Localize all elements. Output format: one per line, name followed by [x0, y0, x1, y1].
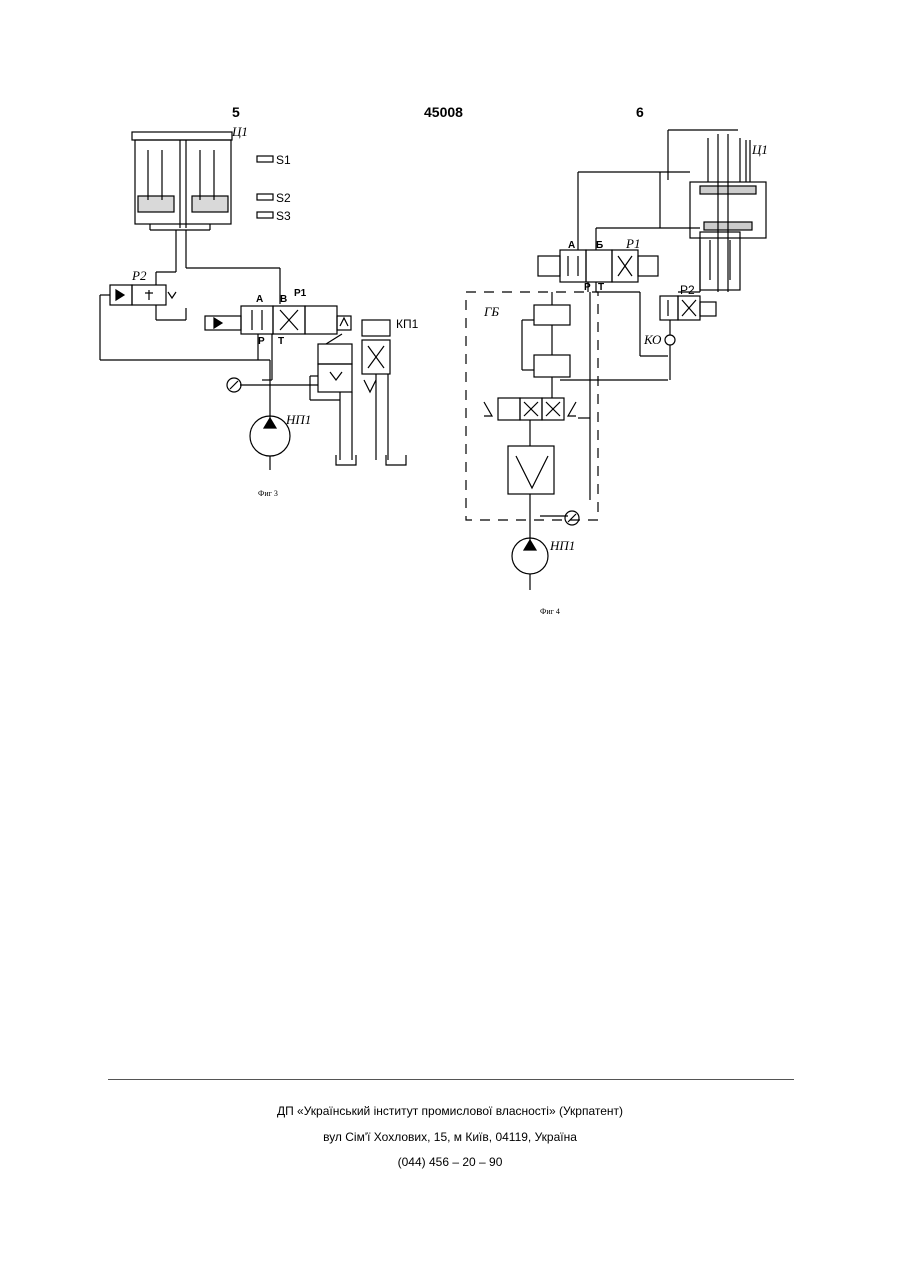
fig4-label-a: A — [568, 240, 575, 251]
fig3-valve-p2 — [100, 285, 270, 360]
fig4-label-cylinder: Ц1 — [751, 142, 768, 157]
fig3-label-pump: НП1 — [285, 412, 311, 427]
fig4-check-valve — [665, 335, 675, 345]
sensor-s2 — [257, 194, 273, 200]
fig4-schematic — [466, 130, 766, 590]
footer-organization: ДП «Український інститут промислової вла… — [0, 1104, 900, 1118]
fig3-valve-kp1 — [362, 320, 390, 460]
hydraulic-schematics: Ц1 S1 S2 S3 Р2 A B Р1 P T КП1 НП1 Фиг 3 … — [0, 0, 900, 640]
fig3-label-cylinder: Ц1 — [231, 124, 248, 139]
fig3-label-t: T — [278, 336, 284, 347]
fig3-caption: Фиг 3 — [258, 489, 278, 498]
sensor-s3 — [257, 212, 273, 218]
fig4-label-pump: НП1 — [549, 538, 575, 553]
fig3-label-s3: S3 — [276, 209, 291, 223]
footer-phone: (044) 456 – 20 – 90 — [0, 1155, 900, 1169]
fig4-label-p1: Р1 — [625, 236, 640, 251]
fig4-valve-3pos — [484, 398, 576, 420]
fig3-pump — [250, 360, 290, 470]
fig4-label-t: T — [598, 282, 604, 293]
fig3-label-a: A — [256, 294, 263, 305]
footer-divider — [108, 1079, 794, 1080]
fig4-label-gb: ГБ — [483, 304, 499, 319]
fig4-pump — [512, 538, 548, 590]
fig3-cylinder — [132, 132, 232, 230]
fig3-tank-1 — [336, 455, 356, 465]
fig4-caption: Фиг 4 — [540, 607, 560, 616]
sensor-s1 — [257, 156, 273, 162]
fig3-label-s2: S2 — [276, 191, 291, 205]
fig3-label-kp1: КП1 — [396, 317, 419, 331]
fig4-valve-p2 — [660, 296, 716, 320]
fig3-relief-valve — [240, 334, 352, 460]
fig3-tank-2 — [386, 455, 406, 465]
footer-address: вул Сім'ї Хохлових, 15, м Київ, 04119, У… — [0, 1130, 900, 1144]
fig4-label-p: P — [584, 282, 591, 293]
fig3-schematic — [100, 132, 406, 470]
fig4-relief-2 — [534, 355, 570, 377]
fig3-label-b: B — [280, 294, 287, 305]
fig3-label-p: P — [258, 336, 265, 347]
fig4-label-b: Б — [596, 240, 603, 251]
fig3-label-p2: Р2 — [131, 268, 147, 283]
fig4-relief-1 — [534, 305, 570, 325]
fig4-label-p2: Р2 — [680, 283, 695, 297]
fig3-label-s1: S1 — [276, 153, 291, 167]
fig3-label-p1: Р1 — [294, 288, 307, 299]
fig4-label-ko: КО — [643, 332, 662, 347]
